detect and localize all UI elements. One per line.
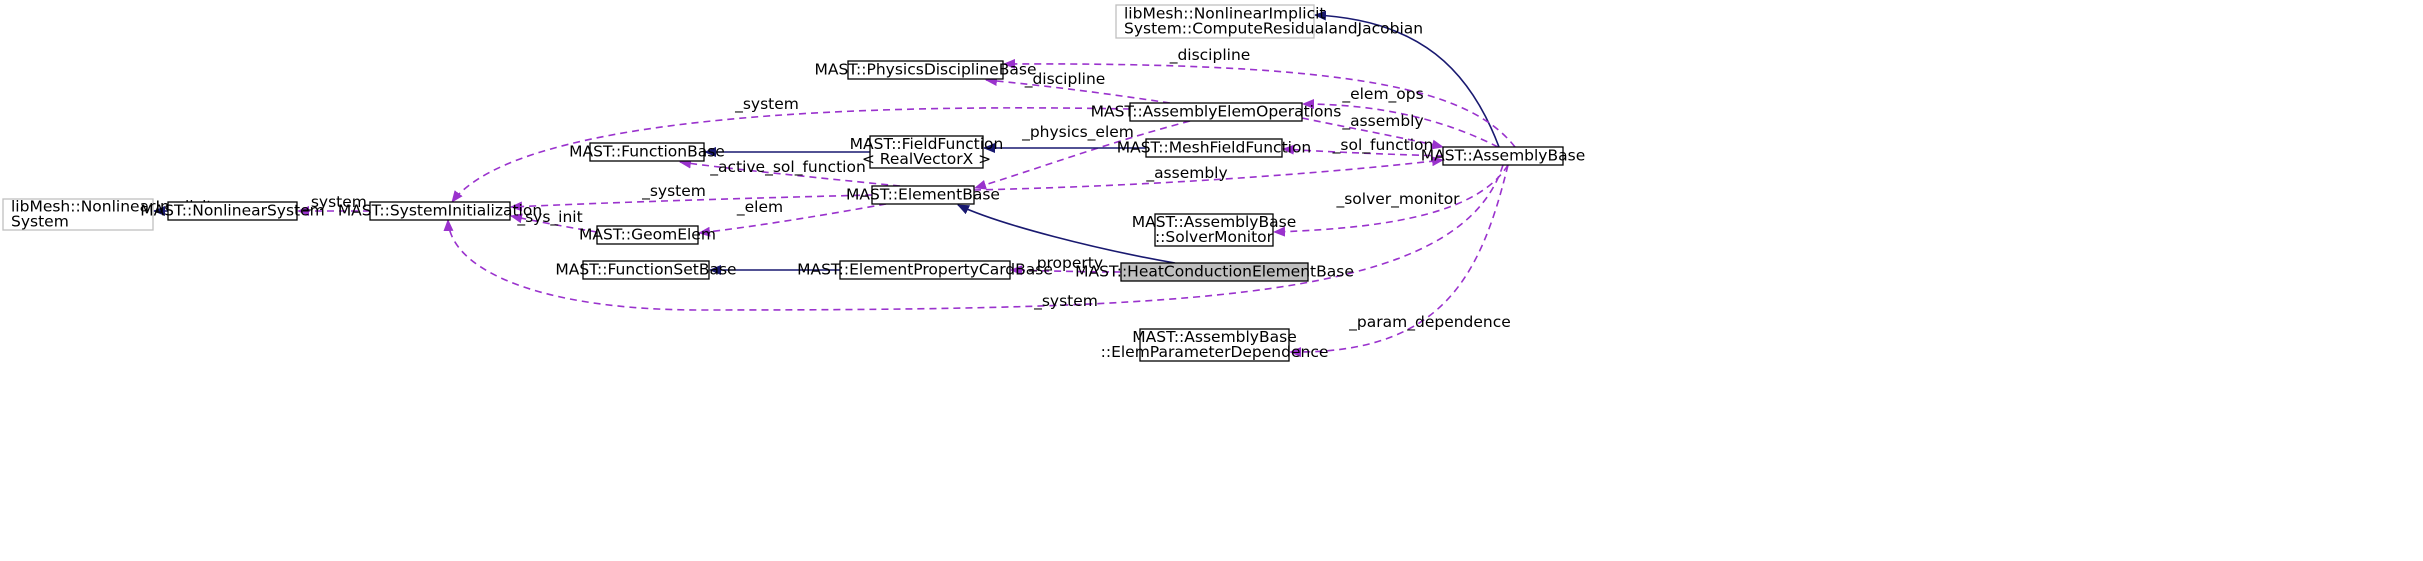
node-param-dependence[interactable]: MAST::AssemblyBase::ElemParameterDepende… [1101, 328, 1329, 362]
edge-label: _assembly [1341, 112, 1423, 131]
edge-assembly-elem-ops-to-element-base [974, 120, 1191, 190]
node-label: MAST::PhysicsDisciplineBase [814, 61, 1036, 79]
node-label: ::ElemParameterDependence [1101, 343, 1329, 361]
node-compute-res[interactable]: libMesh::NonlinearImplicitSystem::Comput… [1115, 4, 1423, 39]
edge-assembly-base-to-system-init [443, 164, 1504, 311]
node-physics-base[interactable]: MAST::PhysicsDisciplineBase [814, 60, 1037, 80]
node-box [847, 60, 1004, 80]
edge-labels-layer: _discipline _elem_ops _discipline _system _p… [302, 46, 1511, 332]
node-box [1442, 146, 1564, 166]
edge-label: _system [302, 193, 367, 212]
node-box [1139, 328, 1290, 362]
node-solver-monitor[interactable]: MAST::AssemblyBase::SolverMonitor [1132, 213, 1296, 247]
node-label: ::SolverMonitor [1155, 228, 1274, 246]
node-box [871, 185, 975, 205]
edge-label: _elem [736, 198, 783, 217]
node-box [1129, 102, 1303, 122]
edge-label: _elem_ops [1341, 85, 1423, 104]
edge-assembly-base-to-physics-base [1003, 58, 1516, 148]
node-box [582, 260, 710, 280]
edge-assembly-base-to-solver-monitor [1273, 164, 1509, 237]
node-nonlinear-system[interactable]: MAST::NonlinearSystem [140, 201, 325, 221]
node-label: MAST::FunctionBase [569, 143, 725, 161]
edge-assembly-elem-ops-to-physics-base [985, 76, 1171, 104]
edge-label: _param_dependence [1348, 313, 1511, 332]
edge-assembly-base-to-param-dependence [1289, 164, 1509, 358]
node-label: MAST::AssemblyElemOperations [1091, 103, 1342, 121]
node-box [369, 201, 511, 221]
node-label: System [11, 213, 69, 231]
edge-label: _system [734, 95, 799, 114]
node-label: libMesh::NonlinearImplicit [11, 198, 212, 216]
node-box [869, 135, 984, 169]
edge-assembly-elem-ops-to-system-init [451, 107, 1131, 203]
node-mesh-field-function[interactable]: MAST::MeshFieldFunction [1117, 138, 1312, 158]
node-box [839, 260, 1011, 280]
edge-element-base-to-system-init [510, 194, 873, 212]
edge-label: _solver_monitor [1335, 190, 1460, 209]
node-label: System::ComputeResidualandJacobian [1124, 20, 1423, 38]
edge-label: _property [1028, 254, 1103, 273]
node-elem-prop-card[interactable]: MAST::ElementPropertyCardBase [797, 260, 1053, 280]
node-box [589, 142, 705, 162]
node-function-set-base[interactable]: MAST::FunctionSetBase [555, 260, 737, 280]
node-label: MAST::FieldFunction [850, 135, 1004, 153]
node-element-base[interactable]: MAST::ElementBase [846, 185, 1000, 205]
edge-geom-elem-to-system-init [510, 213, 598, 233]
edge-label: _discipline [1169, 46, 1251, 65]
nodes-layer: libMesh::NonlinearImplicitSystem::Comput… [2, 4, 1585, 362]
node-label: MAST::ElementBase [846, 186, 1000, 204]
edges-layer [153, 10, 1516, 358]
edge-assembly-base-to-compute-res [1314, 10, 1500, 148]
edge-heat-conduction-to-elem-prop-card [1010, 265, 1122, 276]
node-assembly-base[interactable]: MAST::AssemblyBase [1421, 146, 1585, 166]
node-system-init[interactable]: MAST::SystemInitialization [338, 201, 542, 221]
node-box [1145, 138, 1283, 158]
node-label: MAST::AssemblyBase [1132, 328, 1296, 346]
node-label: MAST::MeshFieldFunction [1117, 139, 1312, 157]
edge-element-base-to-function-base [679, 158, 901, 187]
node-label: MAST::GeomElem [579, 226, 716, 244]
edge-element-base-to-geom-elem [698, 203, 887, 237]
edge-assembly-elem-ops-to-assembly-base [1301, 117, 1444, 150]
edge-heat-conduction-to-element-base [957, 204, 1176, 264]
node-box [1120, 262, 1309, 282]
node-label: MAST::NonlinearSystem [140, 202, 325, 220]
node-label: MAST::FunctionSetBase [555, 261, 736, 279]
node-label: MAST::AssemblyBase [1421, 147, 1585, 165]
node-box [167, 201, 298, 221]
node-label: MAST::HeatConductionElementBase [1075, 263, 1354, 281]
node-box [2, 198, 154, 231]
node-label: < RealVectorX > [862, 150, 991, 168]
node-label: libMesh::NonlinearImplicit [1124, 5, 1325, 23]
edge-assembly-base-to-mesh-field-function [1282, 144, 1444, 157]
edge-label: _discipline [1024, 70, 1106, 89]
edge-label: _sol_function [1332, 136, 1434, 155]
node-assembly-elem-ops[interactable]: MAST::AssemblyElemOperations [1091, 102, 1342, 122]
node-field-function[interactable]: MAST::FieldFunction< RealVectorX > [850, 135, 1004, 169]
node-box [1115, 4, 1315, 39]
node-box [1154, 213, 1274, 247]
edge-element-base-to-assembly-base [973, 156, 1444, 191]
node-box [596, 225, 699, 245]
node-heat-conduction[interactable]: MAST::HeatConductionElementBase [1075, 262, 1354, 282]
edge-label: _active_sol_function [709, 158, 866, 177]
node-function-base[interactable]: MAST::FunctionBase [569, 142, 725, 162]
edge-label: _system [1033, 292, 1098, 311]
node-label: MAST::SystemInitialization [338, 202, 542, 220]
node-geom-elem[interactable]: MAST::GeomElem [579, 225, 716, 245]
edge-label: _sys_init [516, 208, 582, 227]
edge-assembly-base-to-assembly-elem-ops [1302, 99, 1499, 148]
edge-label: _physics_elem [1021, 123, 1134, 142]
node-label: MAST::ElementPropertyCardBase [797, 261, 1053, 279]
edge-label: _assembly [1145, 164, 1227, 183]
edge-label: _system [641, 182, 706, 201]
node-label: MAST::AssemblyBase [1132, 213, 1296, 231]
